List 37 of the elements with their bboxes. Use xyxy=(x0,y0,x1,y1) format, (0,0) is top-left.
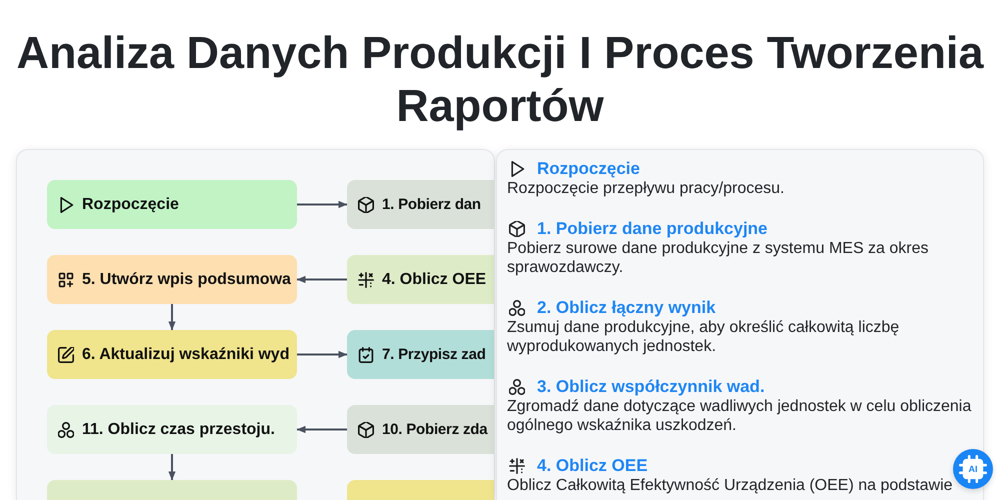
step-heading: 1. Pobierz dane produkcyjne xyxy=(537,218,768,238)
process-box xyxy=(347,480,494,500)
arrow xyxy=(297,350,348,358)
step-heading: Rozpoczęcie xyxy=(537,159,640,179)
step-label: 11. Oblicz czas przestoju. xyxy=(82,420,275,440)
process-box xyxy=(47,330,297,379)
step-label: 4. Oblicz OEE xyxy=(382,270,486,290)
step-description: Zgromadź dane dotyczące wadliwych jednostek w celu obliczenia ogólnego wskaźnika uszkodzeń. xyxy=(507,396,972,436)
step-description: Oblicz Całkowitą Efektywność Urządzenia (OEE) na podstawie xyxy=(507,476,953,495)
step-label: 1. Pobierz dan xyxy=(382,194,481,214)
arrow xyxy=(296,276,347,284)
arrow xyxy=(168,304,176,330)
process-box xyxy=(47,405,297,454)
step-heading: 4. Oblicz OEE xyxy=(537,456,648,476)
step-label: 5. Utwórz wpis podsumowa xyxy=(82,270,291,290)
step-description: Rozpoczęcie przepływu pracy/procesu. xyxy=(507,179,784,198)
process-box xyxy=(347,255,494,304)
step-label: 7. Przypisz zad xyxy=(382,344,486,364)
process-box xyxy=(347,405,494,454)
title: Analiza Danych Produkcji I Proces Tworzenia Raportów xyxy=(16,26,985,132)
process-box xyxy=(47,255,297,304)
flowchart-panel xyxy=(16,149,495,500)
description-panel xyxy=(496,149,984,500)
step-heading: 2. Oblicz łączny wynik xyxy=(537,298,716,318)
process-box xyxy=(47,180,297,229)
step-heading: 3. Oblicz współczynnik wad. xyxy=(537,376,765,396)
step-label: 10. Pobierz zda xyxy=(382,420,488,440)
step-label: 6. Aktualizuj wskaźniki wyd xyxy=(82,344,290,364)
step-description: Pobierz surowe dane produkcyjne z systemu MES za okres sprawozdawczy. xyxy=(507,238,930,278)
step-label: Rozpoczęcie xyxy=(82,194,179,214)
arrow xyxy=(296,426,347,434)
arrow xyxy=(168,454,176,480)
process-box xyxy=(47,480,297,500)
step-description: Zsumuj dane produkcyjne, aby określić całkowitą liczbę wyprodukowanych jednostek. xyxy=(507,318,900,356)
process-box xyxy=(347,180,494,229)
process-box xyxy=(347,330,494,379)
arrow xyxy=(297,200,348,208)
